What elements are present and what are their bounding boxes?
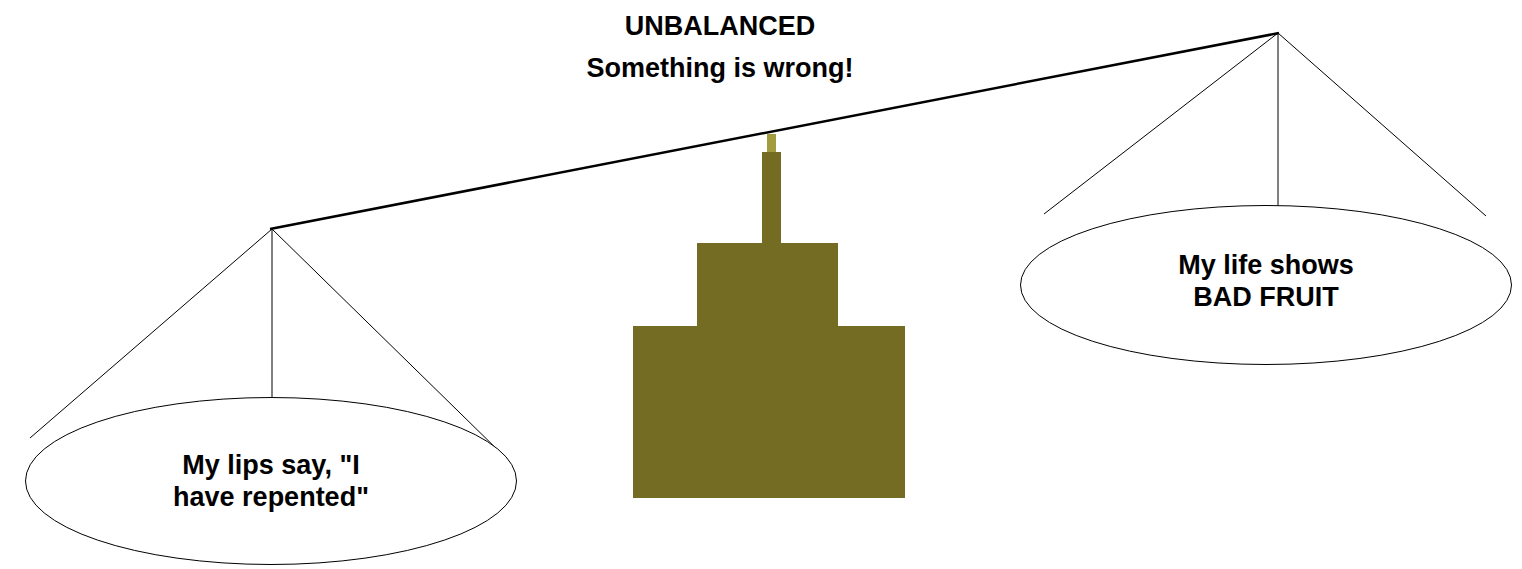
pan-ellipse: [26, 398, 517, 565]
pan-string: [272, 229, 273, 400]
stand-base: [633, 326, 905, 498]
note-text: Something is wrong!: [470, 52, 970, 84]
pan-text-column: My lips say, "I have repented": [151, 449, 391, 514]
stand-tip: [767, 134, 776, 154]
pan-string: [1044, 33, 1278, 214]
pan-content: My life shows BAD FRUIT: [1020, 205, 1512, 365]
heading-text: UNBALANCED: [470, 10, 970, 42]
pan-string: [1278, 33, 1486, 216]
pan-text: My life shows BAD FRUIT: [1169, 249, 1364, 314]
pan-string: [1278, 33, 1279, 207]
pan-outline: [25, 397, 517, 565]
pan-content: My lips say, "I have repented": [25, 397, 517, 565]
pan-text: My lips say, "I have repented": [151, 449, 391, 514]
scale-pan: My lips say, "I have repented": [25, 397, 517, 565]
pan-ellipse: [1021, 206, 1512, 365]
stand-post: [762, 152, 781, 245]
pan-text-column: My life shows BAD FRUIT: [1169, 249, 1364, 314]
scale-pan: My life shows BAD FRUIT: [1020, 205, 1512, 365]
stand-step: [697, 243, 838, 327]
